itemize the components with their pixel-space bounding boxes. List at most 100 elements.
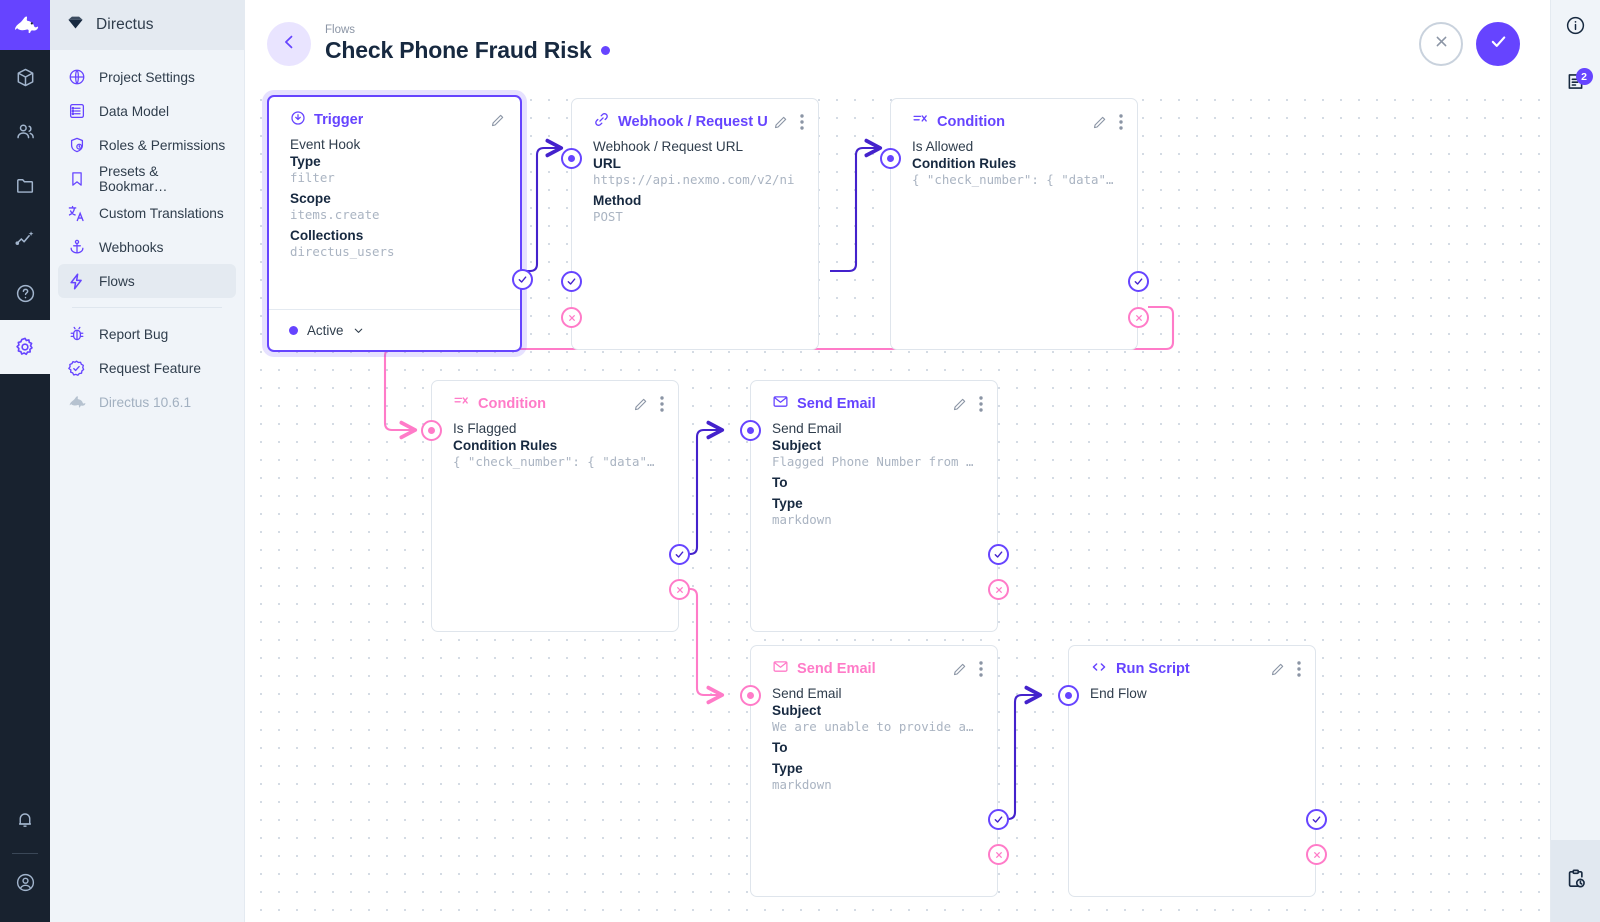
- rail-divider: [12, 853, 38, 854]
- sidebar-divider: [72, 307, 222, 308]
- revisions-sidebar-button[interactable]: 2: [1551, 56, 1600, 112]
- rail-item-insights[interactable]: [0, 212, 50, 266]
- node-input-port[interactable]: [740, 685, 761, 706]
- save-button[interactable]: [1476, 22, 1520, 66]
- more-options-icon[interactable]: [1119, 113, 1123, 130]
- edit-pencil-icon[interactable]: [952, 661, 968, 677]
- node-body: End Flow: [1069, 678, 1315, 701]
- flow-node-condition-allowed[interactable]: Condition Is Allowed Condition Rules: [880, 98, 1149, 350]
- flow-node-webhook[interactable]: Webhook / Request U Webhook / Request UR…: [561, 98, 819, 350]
- edit-pencil-icon[interactable]: [1270, 661, 1286, 677]
- revisions-badge: 2: [1575, 68, 1593, 85]
- status-badge: [600, 46, 610, 55]
- rail-item-account[interactable]: [0, 860, 50, 904]
- rail-item-files[interactable]: [0, 158, 50, 212]
- info-sidebar-button[interactable]: [1551, 0, 1600, 56]
- sidebar-item-roles-permissions[interactable]: Roles & Permissions: [58, 128, 236, 162]
- more-options-icon[interactable]: [979, 660, 983, 677]
- sidebar-header: Directus: [50, 0, 244, 50]
- breadcrumb[interactable]: Flows: [325, 24, 356, 36]
- node-input-port[interactable]: [880, 148, 901, 169]
- node-header: Webhook / Request U: [572, 99, 818, 131]
- edit-pencil-icon[interactable]: [1092, 114, 1108, 130]
- node-body: Is Flagged Condition Rules { "check_numb…: [432, 413, 678, 469]
- sidebar-item-report-bug[interactable]: Report Bug: [58, 317, 236, 351]
- node-resolve-port[interactable]: [988, 809, 1009, 830]
- flow-node-run-script[interactable]: Run Script End Flow: [1058, 645, 1327, 897]
- field-label: Condition Rules: [453, 438, 558, 453]
- node-resolve-port[interactable]: [1306, 809, 1327, 830]
- flow-node-send-email-unable[interactable]: Send Email Send Email Subject We are: [740, 645, 1009, 897]
- flow-node-condition-flagged[interactable]: Condition Is Flagged Condition Rules: [421, 380, 690, 632]
- field-label: Collections: [290, 228, 364, 243]
- node-resolve-port[interactable]: [561, 271, 582, 292]
- sidebar-item-list: Project Settings Data Model Roles & Perm…: [50, 50, 244, 419]
- node-tools: [952, 395, 983, 412]
- module-rail: [0, 0, 50, 922]
- sidebar-item-label: Flows: [99, 273, 135, 289]
- sidebar-item-data-model[interactable]: Data Model: [58, 94, 236, 128]
- node-input-port[interactable]: [561, 148, 582, 169]
- node-type: Run Script: [1090, 658, 1190, 680]
- shield-person-icon: [67, 136, 86, 155]
- node-name: Send Email: [772, 686, 842, 701]
- field-value: markdown: [772, 777, 832, 792]
- node-reject-port[interactable]: [988, 844, 1009, 865]
- sidebar-item-custom-translations[interactable]: Custom Translations: [58, 196, 236, 230]
- node-resolve-port[interactable]: [512, 269, 533, 290]
- bookmark-icon: [67, 170, 86, 189]
- sidebar-item-flows[interactable]: Flows: [58, 264, 236, 298]
- edit-pencil-icon[interactable]: [952, 396, 968, 412]
- edit-pencil-icon[interactable]: [490, 112, 506, 128]
- edit-pencil-icon[interactable]: [633, 396, 649, 412]
- node-reject-port[interactable]: [1306, 844, 1327, 865]
- node-input-port[interactable]: [740, 420, 761, 441]
- field-label: Scope: [290, 191, 331, 206]
- sidebar-item-webhooks[interactable]: Webhooks: [58, 230, 236, 264]
- flow-node-trigger[interactable]: Trigger Event Hook Type filter Scope ite…: [267, 95, 533, 352]
- sidebar-item-request-feature[interactable]: Request Feature: [58, 351, 236, 385]
- node-resolve-port[interactable]: [1128, 271, 1149, 292]
- sidebar-item-label: Custom Translations: [99, 205, 224, 221]
- more-options-icon[interactable]: [1297, 660, 1301, 677]
- sidebar-item-project-settings[interactable]: Project Settings: [58, 60, 236, 94]
- cancel-button[interactable]: [1419, 22, 1463, 66]
- node-type-label: Send Email: [797, 395, 876, 412]
- rail-item-users[interactable]: [0, 104, 50, 158]
- back-button[interactable]: [267, 22, 311, 66]
- node-tools: [773, 113, 804, 130]
- more-options-icon[interactable]: [979, 395, 983, 412]
- node-resolve-port[interactable]: [988, 544, 1009, 565]
- globe-icon: [67, 68, 86, 87]
- chevron-down-icon[interactable]: [352, 324, 365, 337]
- node-reject-port[interactable]: [988, 579, 1009, 600]
- node-input-port[interactable]: [421, 420, 442, 441]
- node-type: Webhook / Request U: [593, 111, 768, 132]
- more-options-icon[interactable]: [660, 395, 664, 412]
- node-reject-port[interactable]: [561, 307, 582, 328]
- sidebar-item-label: Roles & Permissions: [99, 137, 226, 153]
- sidebar-item-presets-bookmarks[interactable]: Presets & Bookmar…: [58, 162, 236, 196]
- rail-item-settings[interactable]: [0, 320, 50, 374]
- node-body: Event Hook Type filter Scope items.creat…: [269, 129, 520, 259]
- flow-node-send-email-flagged[interactable]: Send Email Send Email Subject Flagged: [740, 380, 1009, 632]
- field-value: { "check_number": { "data"…: [453, 454, 655, 469]
- rail-item-help[interactable]: [0, 266, 50, 320]
- edit-pencil-icon[interactable]: [773, 114, 789, 130]
- node-status-footer[interactable]: Active: [269, 309, 520, 350]
- logs-sidebar-button[interactable]: [1550, 840, 1600, 922]
- node-header: Trigger: [269, 97, 520, 129]
- more-options-icon[interactable]: [800, 113, 804, 130]
- rail-item-content[interactable]: [0, 50, 50, 104]
- flow-canvas[interactable]: Trigger Event Hook Type filter Scope ite…: [245, 88, 1550, 922]
- node-reject-port[interactable]: [1128, 307, 1149, 328]
- node-resolve-port[interactable]: [669, 544, 690, 565]
- rail-item-notifications[interactable]: [0, 793, 50, 847]
- arrow-left-icon: [279, 32, 299, 57]
- rabbit-logo-icon[interactable]: [0, 0, 50, 50]
- right-sidebar: 2: [1550, 0, 1600, 922]
- node-reject-port[interactable]: [669, 579, 690, 600]
- node-input-port[interactable]: [1058, 685, 1079, 706]
- field-value: markdown: [772, 512, 832, 527]
